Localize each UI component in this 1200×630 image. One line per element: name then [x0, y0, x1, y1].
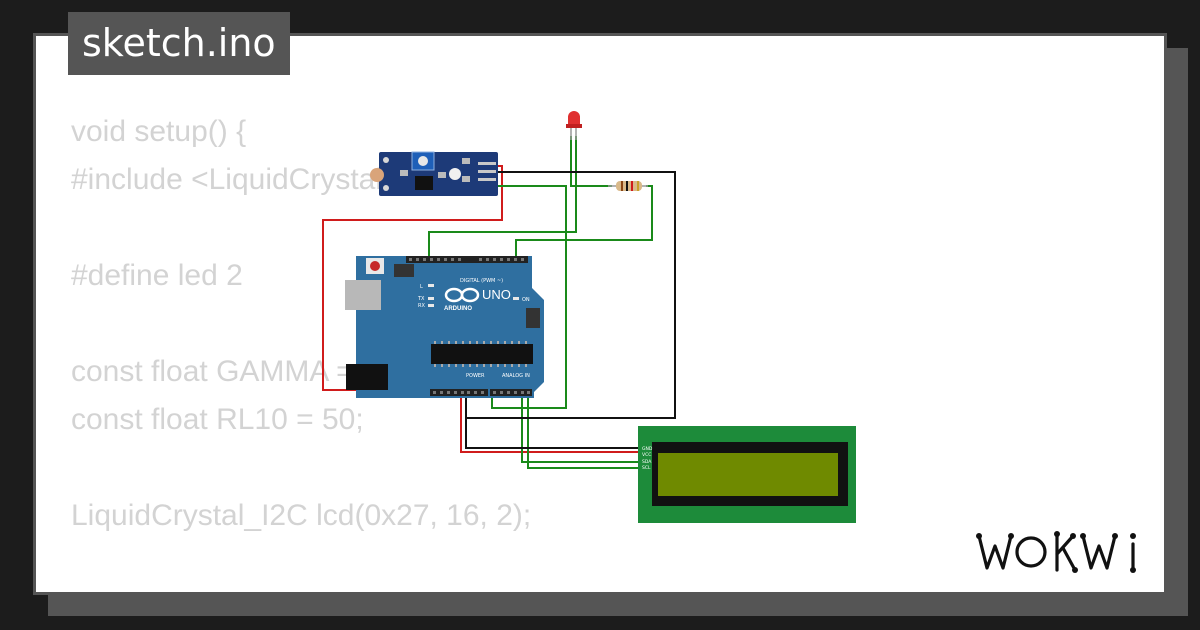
- code-line: #define led 2: [71, 259, 243, 292]
- code-line: void setup() {: [71, 115, 247, 148]
- analog-label: ANALOG IN: [502, 373, 530, 379]
- photoresistor-icon: [370, 168, 384, 182]
- lcd-1602-display[interactable]: GND VCC SDA SCL: [638, 426, 856, 523]
- digital-label: DIGITAL (PWM ~): [460, 278, 503, 284]
- tx-label: TX: [417, 296, 425, 302]
- red-led[interactable]: [566, 111, 582, 140]
- lcd-pin-scl: SCL: [642, 465, 651, 471]
- on-label: ON: [522, 297, 530, 303]
- lcd-screen: [658, 453, 838, 496]
- power-label: POWER: [466, 373, 485, 379]
- lcd-pin-gnd: GND: [642, 446, 653, 452]
- file-title[interactable]: sketch.ino: [68, 12, 290, 75]
- board-brand: ARDUINO: [444, 306, 472, 312]
- rx-label: RX: [418, 303, 425, 309]
- lcd-pin-vcc: VCC: [642, 452, 651, 458]
- arduino-logo-icon: [444, 287, 480, 303]
- preview-card[interactable]: void setup() {#include <LiquidCrystal_I2…: [33, 33, 1167, 595]
- board-model: UNO: [482, 287, 511, 302]
- l-label: L: [420, 284, 423, 290]
- wire-black: [465, 171, 676, 449]
- lcd-pin-sda: SDA: [642, 459, 652, 465]
- code-line: LiquidCrystal_I2C lcd(0x27, 16, 2);: [71, 499, 532, 532]
- arduino-uno-board[interactable]: DIGITAL (PWM ~) UNO ARDUINO TX RX L ON: [345, 256, 544, 398]
- microcontroller-chip: [431, 344, 533, 364]
- power-jack-icon: [346, 364, 388, 390]
- reset-button-icon: [370, 261, 380, 271]
- resistor[interactable]: [608, 181, 648, 191]
- ldr-sensor-module[interactable]: [370, 151, 498, 196]
- usb-port-icon: [345, 280, 381, 310]
- wokwi-logo: [976, 531, 1136, 573]
- code-line: const float RL10 = 50;: [71, 403, 364, 436]
